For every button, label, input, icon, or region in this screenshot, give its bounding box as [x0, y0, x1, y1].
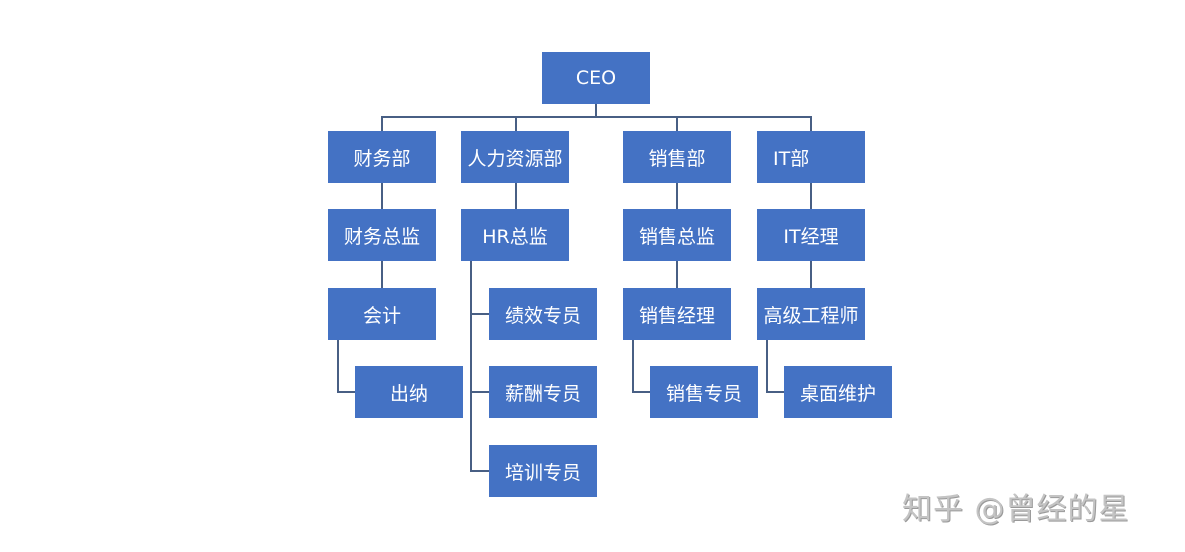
- connector-finance-staff: [381, 261, 383, 288]
- connector-hr-staff-spine: [470, 261, 472, 472]
- connector-ceo-down: [595, 104, 597, 118]
- node-performance-specialist: 绩效专员: [489, 288, 597, 340]
- connector-sales-staff: [676, 261, 678, 288]
- connector-finance-sub-h: [337, 391, 355, 393]
- connector-sales-sub-h: [632, 391, 650, 393]
- connector-hr-staff-1: [470, 313, 489, 315]
- node-it-manager: IT经理: [757, 209, 865, 261]
- connector-it-sub: [766, 340, 768, 393]
- connector-it-sub-h: [766, 391, 784, 393]
- connector-it-up: [810, 116, 812, 131]
- node-sales-director: 销售总监: [623, 209, 731, 261]
- connector-finance-up: [381, 116, 383, 131]
- node-senior-engineer: 高级工程师: [757, 288, 865, 340]
- connector-hr-head: [515, 183, 517, 209]
- connector-sales-up: [676, 116, 678, 131]
- node-ceo: CEO: [542, 52, 650, 104]
- connector-finance-head: [381, 183, 383, 209]
- node-compensation-specialist: 薪酬专员: [489, 366, 597, 418]
- connector-hr-staff-2: [470, 391, 489, 393]
- node-sales-dept: 销售部: [623, 131, 731, 183]
- connector-it-head: [810, 183, 812, 209]
- node-it-dept: IT部: [757, 131, 865, 183]
- node-hr-dept: 人力资源部: [461, 131, 569, 183]
- connector-sales-head: [676, 183, 678, 209]
- node-finance-dept: 财务部: [328, 131, 436, 183]
- node-training-specialist: 培训专员: [489, 445, 597, 497]
- node-desktop-support: 桌面维护: [784, 366, 892, 418]
- connector-it-staff: [810, 261, 812, 288]
- watermark: 知乎 @曾经的星: [902, 492, 1130, 527]
- node-hr-director: HR总监: [461, 209, 569, 261]
- connector-dept-bus: [381, 116, 812, 118]
- node-accountant: 会计: [328, 288, 436, 340]
- connector-sales-sub: [632, 340, 634, 393]
- node-sales-manager: 销售经理: [623, 288, 731, 340]
- node-cashier: 出纳: [355, 366, 463, 418]
- node-finance-director: 财务总监: [328, 209, 436, 261]
- connector-hr-up: [515, 116, 517, 131]
- node-sales-specialist: 销售专员: [650, 366, 758, 418]
- connector-hr-staff-3: [470, 470, 489, 472]
- connector-finance-sub: [337, 340, 339, 393]
